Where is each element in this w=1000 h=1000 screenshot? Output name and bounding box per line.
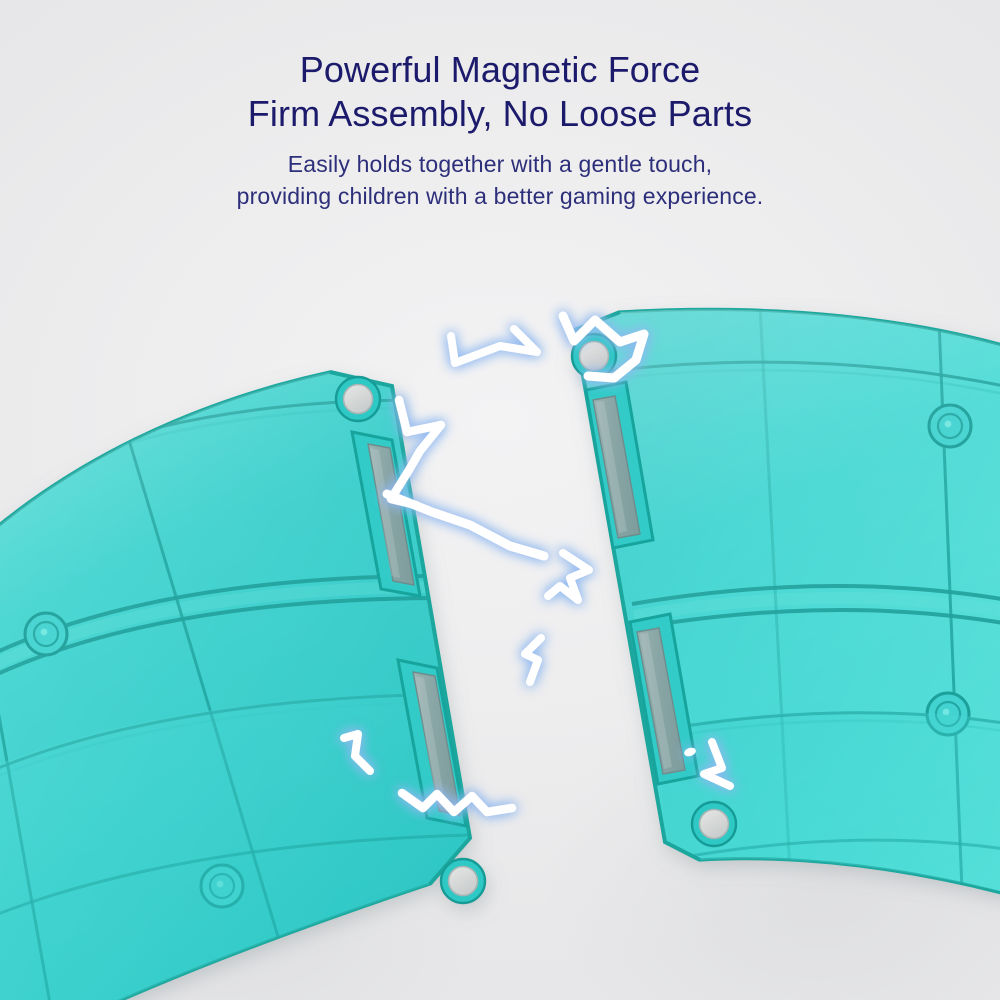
right-magnet-pocket-upper xyxy=(584,380,655,550)
right-track-piece xyxy=(570,307,1000,940)
headline-line-2: Firm Assembly, No Loose Parts xyxy=(247,93,753,134)
headline: Powerful Magnetic Force Firm Assembly, N… xyxy=(0,48,1000,136)
subheadline: Easily holds together with a gentle touc… xyxy=(0,148,1000,212)
right-magnet-pocket-lower xyxy=(628,612,700,786)
subheadline-line-1: Easily holds together with a gentle touc… xyxy=(287,151,713,177)
left-track-piece xyxy=(0,370,487,1000)
right-screw-hole-top xyxy=(570,332,618,380)
headline-line-1: Powerful Magnetic Force xyxy=(299,49,701,90)
right-screw-hole-bottom xyxy=(690,800,738,848)
subheadline-line-2: providing children with a better gaming … xyxy=(236,183,764,209)
left-screw-hole-bottom xyxy=(439,857,487,905)
left-screw-hole-top xyxy=(334,375,382,423)
